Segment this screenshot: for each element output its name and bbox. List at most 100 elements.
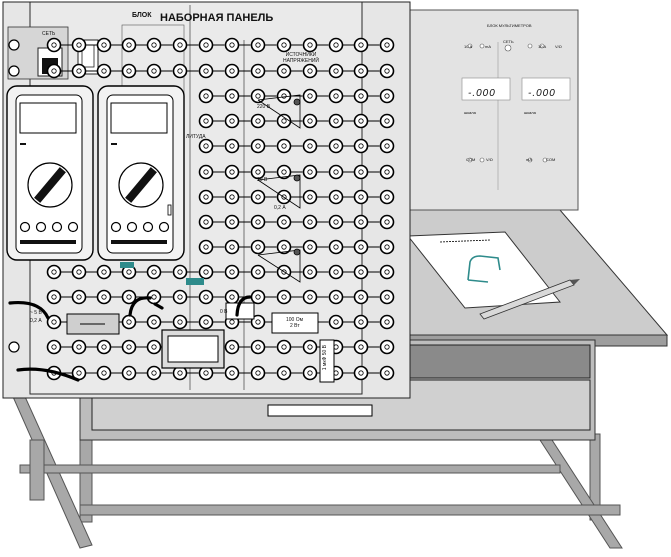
current-label: 0,2 А: [274, 205, 286, 211]
socket-hole: [384, 194, 390, 200]
transformer[interactable]: [161, 329, 225, 369]
small-label: ~ 5 В: [30, 310, 42, 316]
resistor-power-label: 2 Вт: [290, 323, 300, 329]
socket-hole: [51, 68, 57, 74]
socket-hole: [333, 219, 339, 225]
socket-hole: [333, 244, 339, 250]
socket-hole: [255, 269, 261, 275]
socket-hole: [281, 93, 287, 99]
socket-hole: [384, 294, 390, 300]
socket-hole: [384, 93, 390, 99]
socket-hole: [126, 319, 132, 325]
socket-hole: [203, 294, 209, 300]
socket-hole: [307, 68, 313, 74]
socket-hole: [281, 294, 287, 300]
socket-hole: [307, 219, 313, 225]
socket-hole: [255, 370, 261, 376]
socket-hole: [203, 68, 209, 74]
socket-hole: [384, 244, 390, 250]
socket-hole: [281, 42, 287, 48]
socket-hole: [101, 68, 107, 74]
socket-hole: [384, 169, 390, 175]
socket-hole: [384, 143, 390, 149]
socket-hole: [126, 269, 132, 275]
multimeter-right[interactable]: [97, 85, 185, 261]
socket-hole: [255, 294, 261, 300]
voltage-20-label: 20 В: [257, 177, 268, 183]
socket-hole: [51, 294, 57, 300]
socket-hole: [281, 370, 287, 376]
socket-hole: [333, 294, 339, 300]
socket-hole: [126, 68, 132, 74]
socket-hole: [358, 269, 364, 275]
socket-hole: [333, 169, 339, 175]
socket-hole: [358, 344, 364, 350]
resistor-label: 100 Ом: [286, 317, 304, 323]
socket-hole: [358, 294, 364, 300]
socket-hole: [177, 294, 183, 300]
socket-hole: [203, 143, 209, 149]
side-socket[interactable]: [8, 341, 20, 353]
display-right: -.000: [528, 88, 556, 99]
mm-bottom-label-2: V/Ω: [486, 157, 493, 162]
resistor[interactable]: [271, 312, 319, 334]
socket-hole: [51, 344, 57, 350]
socket-hole: [229, 244, 235, 250]
socket-hole: [255, 319, 261, 325]
socket-hole: [76, 269, 82, 275]
socket-hole: [358, 244, 364, 250]
socket-hole: [151, 269, 157, 275]
voltage-0-label: 0 В: [220, 309, 228, 315]
socket-hole: [333, 269, 339, 275]
mm-bottom-label-4: COM: [546, 157, 556, 162]
mm-bottom-label-3: mA: [526, 157, 532, 162]
multimeter-block-title: БЛОК МУЛЬТИМЕТРОВ: [487, 23, 532, 28]
socket-hole: [203, 42, 209, 48]
socket-hole: [358, 68, 364, 74]
socket-hole: [101, 269, 107, 275]
socket-hole: [281, 344, 287, 350]
socket-hole: [307, 294, 313, 300]
socket-hole: [203, 219, 209, 225]
socket-hole: [177, 370, 183, 376]
socket-hole: [384, 42, 390, 48]
socket-hole: [229, 344, 235, 350]
paper-sheet: [406, 231, 561, 309]
source-block-title: ИСТОЧНИКИ НАПРЯЖЕНИЙ: [282, 52, 320, 64]
socket-hole: [177, 319, 183, 325]
socket-hole: [333, 143, 339, 149]
socket-hole: [358, 118, 364, 124]
network-label: СЕТЬ: [42, 31, 56, 37]
socket-hole: [229, 118, 235, 124]
socket-hole: [281, 244, 287, 250]
socket-hole: [203, 370, 209, 376]
socket-hole: [333, 194, 339, 200]
side-socket[interactable]: [8, 39, 20, 51]
voltage-220-label: 220 В: [257, 104, 271, 110]
capacitor-label: 1 мкФ 50 В: [322, 345, 328, 371]
capacitor[interactable]: [319, 339, 335, 383]
mm-side-label-3: 10 А: [538, 44, 547, 49]
socket-grid: [8, 37, 395, 381]
socket-hole: [255, 244, 261, 250]
socket-hole: [281, 169, 287, 175]
multimeter-left[interactable]: [6, 85, 94, 261]
fuse-block[interactable]: [66, 313, 120, 335]
socket-hole: [255, 143, 261, 149]
socket-hole: [255, 42, 261, 48]
socket-hole: [307, 194, 313, 200]
socket-hole: [307, 344, 313, 350]
socket-hole: [151, 68, 157, 74]
mm-side-label-1: 10 А: [464, 44, 473, 49]
socket-hole: [126, 294, 132, 300]
mm-side-label-4: V/Ω: [555, 44, 562, 49]
socket-hole: [203, 194, 209, 200]
socket-hole: [384, 118, 390, 124]
mm-scale-label-2: шкала: [524, 110, 536, 115]
socket-hole: [358, 194, 364, 200]
socket-hole: [229, 169, 235, 175]
socket-hole: [229, 219, 235, 225]
side-socket[interactable]: [8, 65, 20, 77]
socket-hole: [358, 370, 364, 376]
socket-hole: [151, 370, 157, 376]
